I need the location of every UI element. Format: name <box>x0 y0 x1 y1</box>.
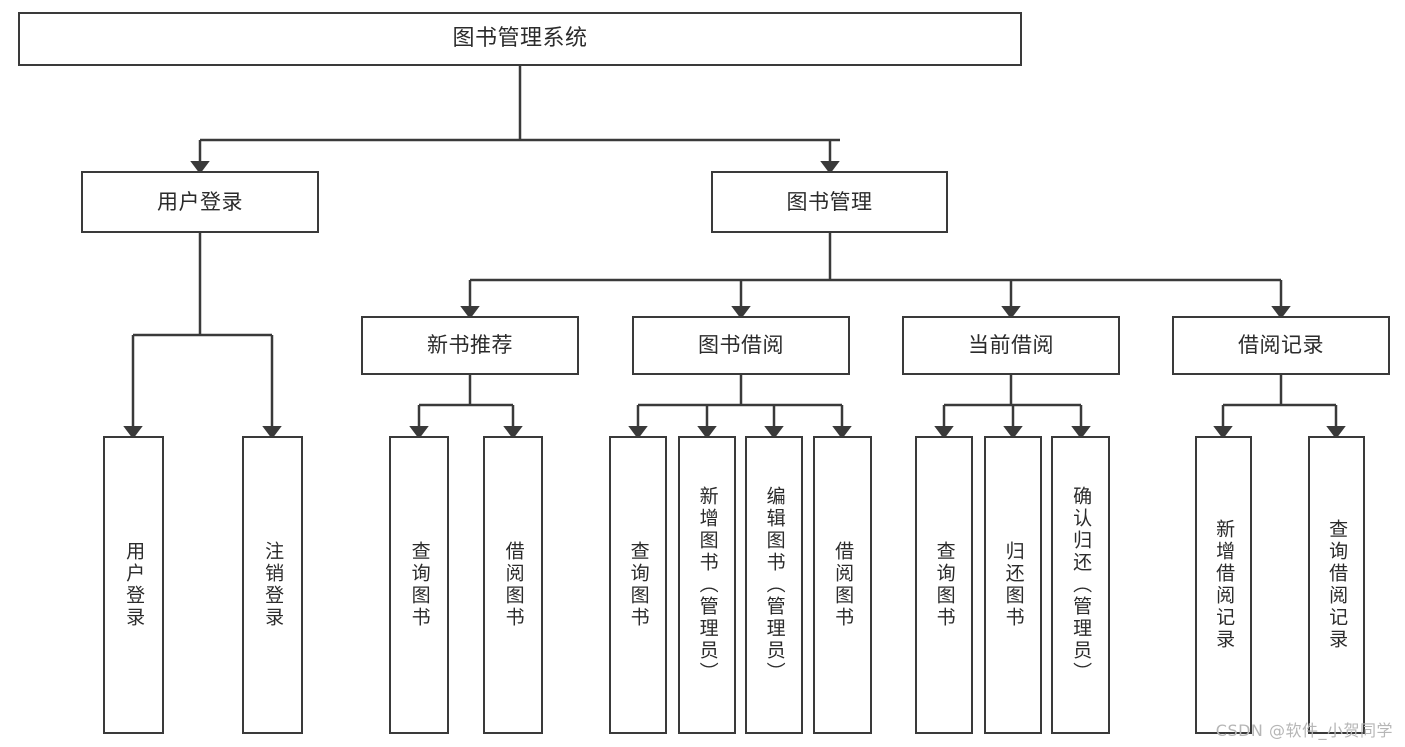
leaf-user-login-label: 用户登录 <box>123 541 146 629</box>
leaf-query-borrow-record-label: 查询借阅记录 <box>1326 519 1349 651</box>
node-new-book-recommend-label: 新书推荐 <box>427 333 513 357</box>
leaf-borrow-query-book[interactable]: 查询图书 <box>609 436 667 734</box>
leaf-confirm-return-admin-label: 确认归还（管理员） <box>1070 486 1093 684</box>
leaf-rec-query-book[interactable]: 查询图书 <box>389 436 449 734</box>
node-book-borrow[interactable]: 图书借阅 <box>632 316 850 375</box>
leaf-current-query-book[interactable]: 查询图书 <box>915 436 973 734</box>
node-user-login[interactable]: 用户登录 <box>81 171 319 233</box>
leaf-query-borrow-record[interactable]: 查询借阅记录 <box>1308 436 1365 734</box>
leaf-return-book[interactable]: 归还图书 <box>984 436 1042 734</box>
leaf-rec-borrow-book[interactable]: 借阅图书 <box>483 436 543 734</box>
node-root-label: 图书管理系统 <box>452 26 588 51</box>
leaf-edit-book-admin[interactable]: 编辑图书（管理员） <box>745 436 803 734</box>
node-current-borrow[interactable]: 当前借阅 <box>902 316 1120 375</box>
leaf-return-book-label: 归还图书 <box>1002 541 1025 629</box>
leaf-add-book-admin-label: 新增图书（管理员） <box>696 486 719 684</box>
node-book-borrow-label: 图书借阅 <box>698 333 784 357</box>
leaf-user-logout[interactable]: 注销登录 <box>242 436 303 734</box>
leaf-edit-book-admin-label: 编辑图书（管理员） <box>763 486 786 684</box>
leaf-add-book-admin[interactable]: 新增图书（管理员） <box>678 436 736 734</box>
node-user-login-label: 用户登录 <box>157 189 243 214</box>
leaf-add-borrow-record[interactable]: 新增借阅记录 <box>1195 436 1252 734</box>
leaf-rec-query-book-label: 查询图书 <box>408 541 431 629</box>
node-book-manage-label: 图书管理 <box>786 189 873 214</box>
node-book-manage[interactable]: 图书管理 <box>711 171 948 233</box>
node-borrow-record[interactable]: 借阅记录 <box>1172 316 1390 375</box>
leaf-add-borrow-record-label: 新增借阅记录 <box>1213 519 1236 651</box>
leaf-user-login[interactable]: 用户登录 <box>103 436 164 734</box>
leaf-confirm-return-admin[interactable]: 确认归还（管理员） <box>1051 436 1110 734</box>
leaf-rec-borrow-book-label: 借阅图书 <box>502 541 525 629</box>
leaf-borrow-query-book-label: 查询图书 <box>627 541 650 629</box>
node-borrow-record-label: 借阅记录 <box>1238 333 1324 357</box>
leaf-borrow-book[interactable]: 借阅图书 <box>813 436 872 734</box>
leaf-user-logout-label: 注销登录 <box>262 541 285 629</box>
node-root[interactable]: 图书管理系统 <box>18 12 1022 66</box>
node-new-book-recommend[interactable]: 新书推荐 <box>361 316 579 375</box>
leaf-borrow-book-label: 借阅图书 <box>832 541 855 629</box>
node-current-borrow-label: 当前借阅 <box>968 333 1054 357</box>
leaf-current-query-book-label: 查询图书 <box>933 541 956 629</box>
